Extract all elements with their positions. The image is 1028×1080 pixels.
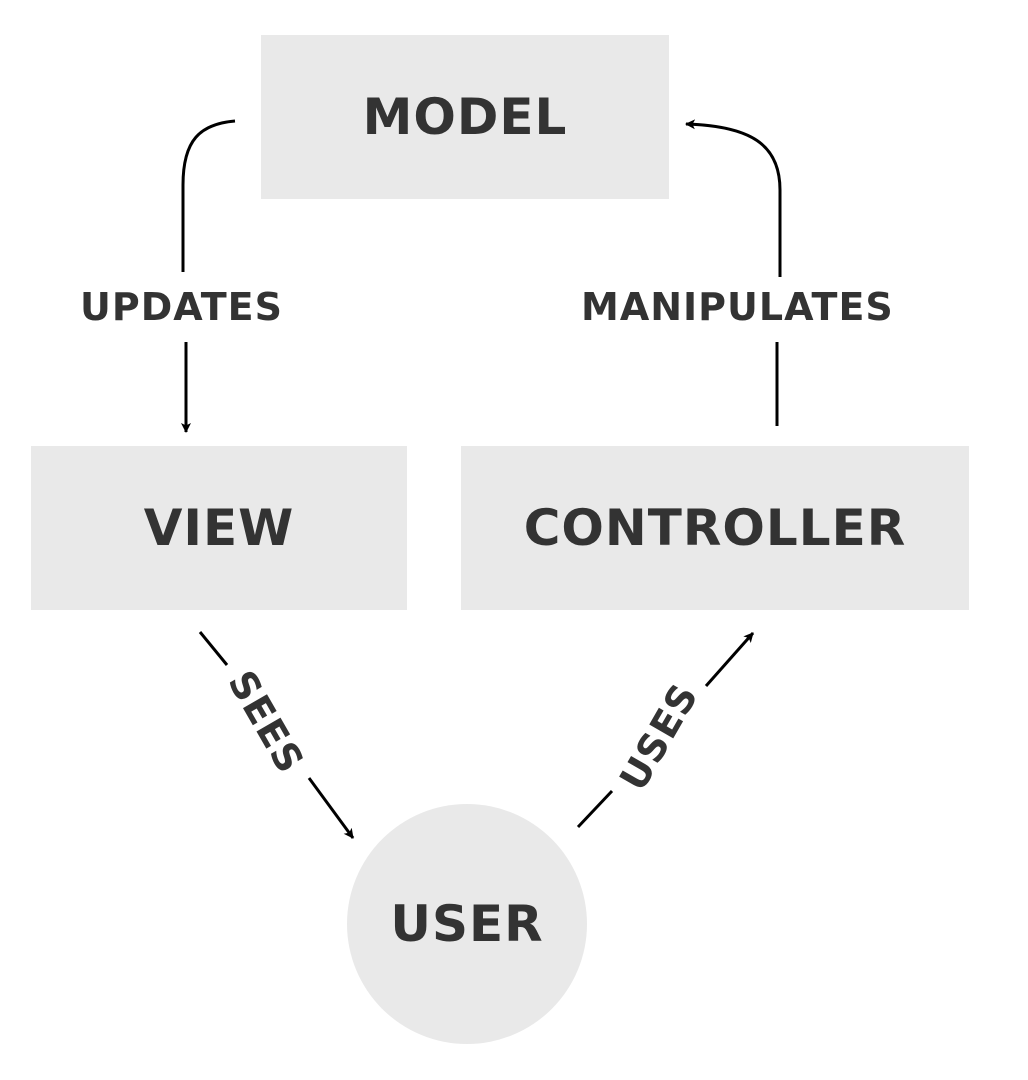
model-label: MODEL bbox=[362, 88, 568, 146]
user-label: USER bbox=[390, 895, 544, 953]
sees-arrow-upper bbox=[198, 631, 229, 666]
user-circle: USER bbox=[347, 804, 587, 1044]
controller-box: CONTROLLER bbox=[461, 446, 969, 610]
uses-arrow-lower bbox=[576, 789, 614, 829]
sees-arrow-lower bbox=[307, 777, 355, 839]
view-box: VIEW bbox=[31, 446, 407, 610]
manipulates-edge-label: MANIPULATES bbox=[581, 285, 894, 329]
view-label: VIEW bbox=[143, 499, 295, 557]
uses-arrow-upper bbox=[704, 632, 755, 687]
updates-edge-label: UPDATES bbox=[80, 285, 283, 329]
updates-arrow-upper bbox=[181, 119, 236, 272]
model-box: MODEL bbox=[261, 35, 669, 199]
controller-label: CONTROLLER bbox=[523, 499, 907, 557]
manipulates-arrow-upper bbox=[685, 119, 782, 277]
